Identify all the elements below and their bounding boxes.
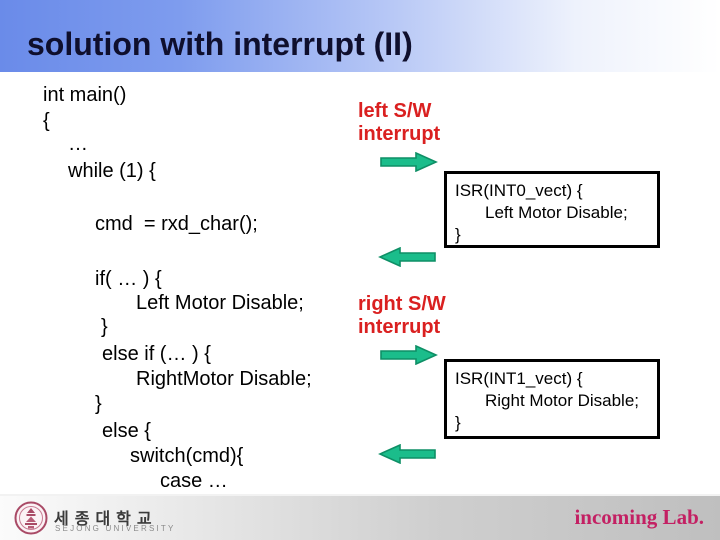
university-name-english: SEJONG UNIVERSITY <box>55 524 176 533</box>
code-line: RightMotor Disable; <box>136 368 312 390</box>
code-line: while (1) { <box>68 160 156 182</box>
title-bar: solution with interrupt (II) <box>0 0 720 72</box>
code-line: } <box>95 393 102 415</box>
code-line: else { <box>102 420 151 442</box>
isr-code-line: Right Motor Disable; <box>485 391 640 410</box>
arrow-left-icon <box>378 246 436 268</box>
isr-code-line: Left Motor Disable; <box>485 203 628 222</box>
code-line: int main() <box>43 84 127 106</box>
code-line: } <box>101 316 108 338</box>
left-interrupt-label: left S/W interrupt <box>358 100 441 145</box>
university-logo: 세종대학교 SEJONG UNIVERSITY <box>14 500 214 540</box>
sejong-university-seal-icon <box>14 501 48 540</box>
isr-code-line: ISR(INT1_vect) { <box>455 369 583 388</box>
right-interrupt-label: right S/W interrupt <box>358 293 446 338</box>
isr-code-line: } <box>455 413 461 432</box>
isr-code-line: } <box>455 225 461 244</box>
code-line: Left Motor Disable; <box>136 292 304 314</box>
code-line: { <box>43 110 50 132</box>
code-line: if( … ) { <box>95 268 162 290</box>
lab-name: incoming Lab. <box>574 505 704 529</box>
page-title: solution with interrupt (II) <box>27 26 413 62</box>
university-name-korean: 세종대학교 <box>54 511 158 528</box>
isr-code-line: ISR(INT0_vect) { <box>455 181 583 200</box>
isr-int1-box: ISR(INT1_vect) { Right Motor Disable; } <box>444 359 660 439</box>
code-line: switch(cmd){ <box>130 445 244 467</box>
isr-int0-box: ISR(INT0_vect) { Left Motor Disable; } <box>444 171 660 248</box>
footer-bar: 세종대학교 SEJONG UNIVERSITY incoming Lab. <box>0 494 720 540</box>
code-line: … <box>68 133 88 155</box>
arrow-right-icon <box>380 151 438 173</box>
code-line: cmd = rxd_char(); <box>95 213 258 235</box>
arrow-right-icon <box>380 344 438 366</box>
code-line: else if (… ) { <box>102 343 211 365</box>
arrow-left-icon <box>378 443 436 465</box>
code-line: case … <box>160 470 228 492</box>
